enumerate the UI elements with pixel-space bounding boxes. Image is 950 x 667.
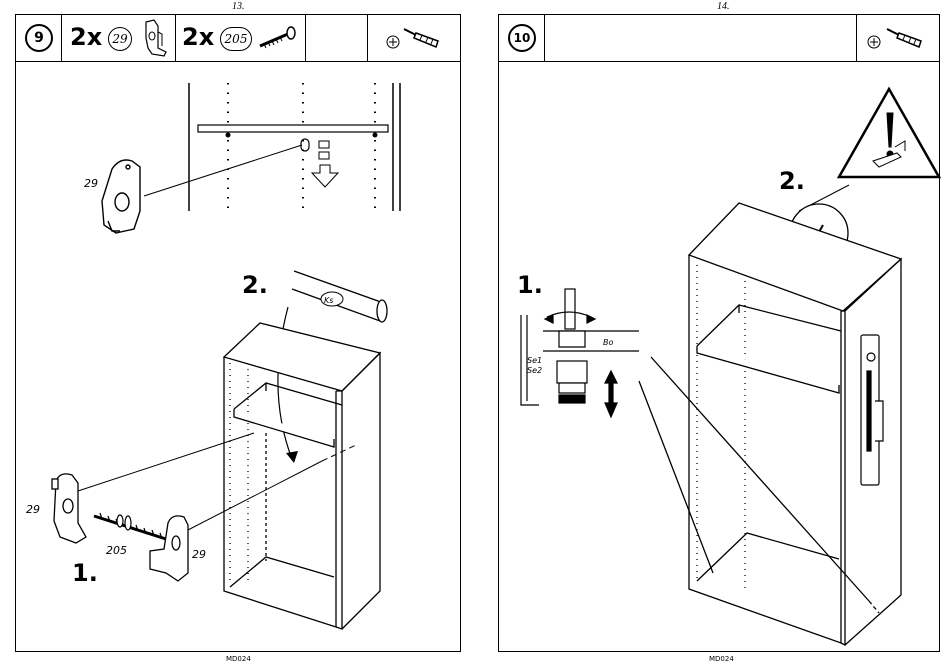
footer-code-right: MD024: [709, 655, 734, 663]
phillips-screw-icon: [386, 35, 400, 49]
empty-header-cell: [306, 15, 368, 61]
empty-header-cell: [545, 15, 857, 61]
screw-205-exploded: [94, 513, 166, 539]
quantity-label: 2x: [70, 23, 102, 51]
part-29-left: [52, 474, 86, 543]
bo-label: Bo: [603, 338, 613, 347]
step-header-right: 10: [499, 15, 939, 62]
step-1-label: 1.: [72, 559, 98, 587]
step-2-label: 2.: [779, 167, 805, 195]
step-number-badge: 9: [25, 24, 53, 52]
wood-screw-icon: [258, 26, 298, 52]
part-29-closeup: [102, 160, 140, 233]
part-label-29-left: 29: [26, 503, 40, 516]
phillips-screw-icon: [867, 35, 881, 49]
step-2-label: 2.: [242, 271, 268, 299]
quantity-label: 2x: [182, 23, 214, 51]
step-9-illustration: 29 Ks 2.: [16, 61, 462, 651]
rail-tag-label: Ks: [324, 296, 333, 305]
leveling-foot-detail: [521, 289, 639, 417]
step-1-label: 1.: [517, 271, 543, 299]
screwdriver-icon: [885, 27, 929, 49]
se2-label: Se2: [527, 366, 542, 375]
part-29-right: [150, 516, 188, 581]
step-cell: 10: [499, 15, 545, 61]
part-label-29-right: 29: [192, 548, 206, 561]
part-label-29-top: 29: [84, 177, 98, 190]
se1-label: Se1: [527, 356, 542, 365]
part-label-205: 205: [106, 544, 127, 557]
hanging-rail: [292, 271, 387, 322]
step-header-left: 9 2x 29 2x 205: [16, 15, 460, 62]
side-rail-part: [861, 335, 883, 485]
screwdriver-icon: [402, 27, 446, 49]
part-number-circle: 29: [108, 27, 132, 51]
parts-cell-29: 2x 29: [62, 15, 176, 61]
tools-cell: [368, 15, 462, 61]
footer-code-left: MD024: [226, 655, 251, 663]
cabinet-outline: [224, 323, 380, 629]
page-number-left: 13.: [232, 1, 245, 12]
step-number-badge: 10: [508, 24, 536, 52]
tools-cell: [857, 15, 941, 61]
rail-hanger-part-icon: [140, 18, 170, 58]
step-10-illustration: 2. 1.: [499, 61, 941, 651]
parts-cell-205: 2x 205: [176, 15, 306, 61]
part-number-circle: 205: [220, 27, 252, 51]
instruction-page-left: 9 2x 29 2x 205: [15, 14, 461, 652]
step-cell: 9: [16, 15, 62, 61]
page-number-right: 14.: [717, 1, 730, 12]
rail-detail-view: [144, 83, 400, 211]
warning-triangle-icon: [839, 89, 939, 177]
instruction-page-right: 10 2.: [498, 14, 940, 652]
